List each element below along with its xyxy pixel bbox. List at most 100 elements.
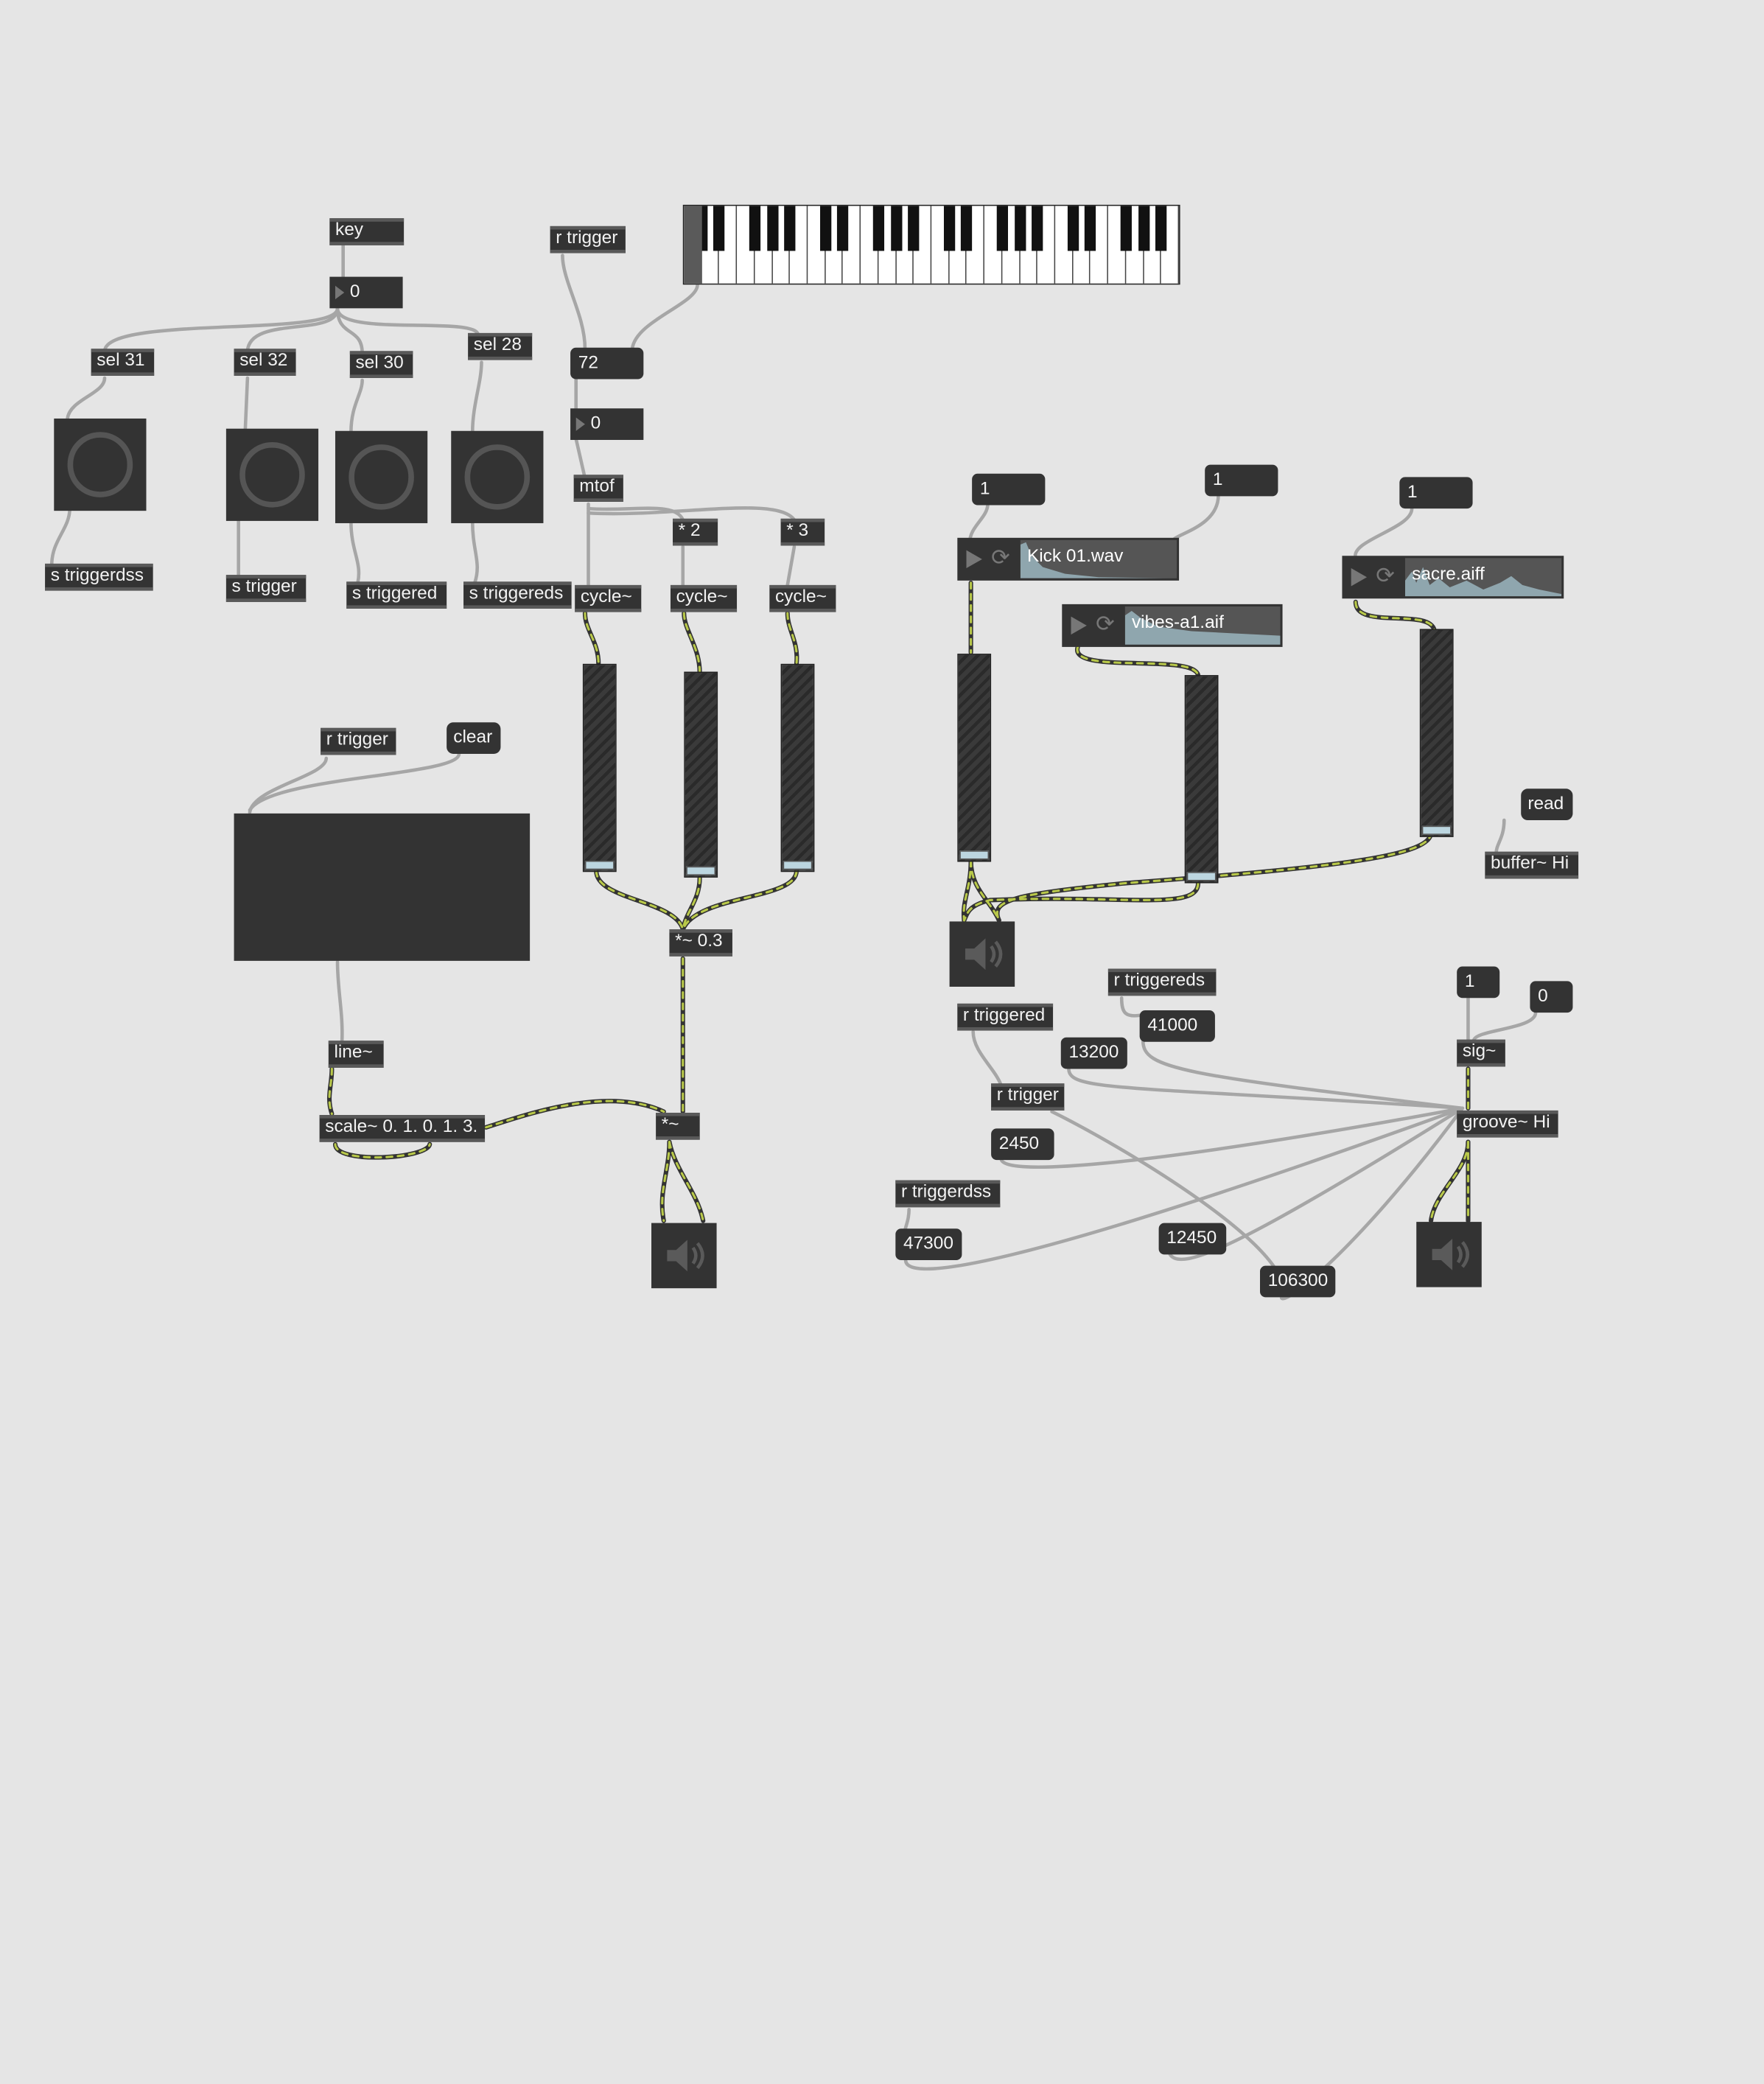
sig-zero-number[interactable]: 0 [1530, 981, 1573, 1013]
loop-icon[interactable]: ⟳ [991, 545, 1010, 571]
loop-icon[interactable]: ⟳ [1376, 563, 1395, 589]
number-106300[interactable]: 106300 [1260, 1265, 1336, 1298]
receive-trigger-top-object[interactable]: r trigger [550, 225, 626, 253]
playlist-vibes[interactable]: ⟳ vibes-a1.aif [1062, 604, 1283, 647]
piano-white-key[interactable] [790, 206, 808, 284]
play-icon[interactable] [1071, 616, 1087, 635]
number-12450[interactable]: 12450 [1158, 1223, 1227, 1255]
piano-black-key[interactable] [749, 206, 760, 251]
kick-loop-number[interactable]: 1 [972, 473, 1046, 506]
cycle-object-2[interactable]: cycle~ [670, 584, 738, 612]
multiply-signal-object[interactable]: *~ [656, 1112, 700, 1140]
mtof-object[interactable]: mtof [573, 475, 623, 502]
loop-icon[interactable]: ⟳ [1096, 612, 1115, 637]
piano-black-key[interactable] [784, 206, 796, 251]
piano-black-key[interactable] [1014, 206, 1026, 251]
key-object[interactable]: key [329, 218, 405, 245]
piano-black-key[interactable] [908, 206, 920, 251]
bang-button-4[interactable] [451, 430, 544, 523]
gain-slider-3[interactable] [780, 663, 815, 873]
piano-black-key[interactable] [961, 206, 973, 251]
ezdac-right[interactable] [1416, 1222, 1482, 1287]
mtof-input-number-box[interactable]: 0 [570, 408, 644, 440]
playlist-kick[interactable]: ⟳ Kick 01.wav [957, 537, 1180, 581]
multiply-signal-0-3-object[interactable]: *~ 0.3 [669, 929, 732, 957]
number-13200[interactable]: 13200 [1060, 1037, 1127, 1069]
piano-black-key[interactable] [872, 206, 884, 251]
function-breakpoint-display[interactable] [234, 813, 531, 961]
number-2450[interactable]: 2450 [991, 1128, 1054, 1161]
number-41000[interactable]: 41000 [1139, 1010, 1215, 1042]
play-icon[interactable] [1351, 568, 1368, 587]
receive-triggerdss-object[interactable]: r triggerdss [895, 1180, 1001, 1208]
sacre-waveform[interactable]: sacre.aiff [1404, 558, 1562, 597]
piano-black-key[interactable] [766, 206, 778, 251]
groove-hi-object[interactable]: groove~ Hi [1457, 1110, 1558, 1138]
vibes-loop-number[interactable]: 1 [1205, 464, 1278, 497]
piano-black-key[interactable] [1120, 206, 1132, 251]
playlist-sacre[interactable]: ⟳ sacre.aiff [1342, 556, 1564, 599]
piano-black-key[interactable] [943, 206, 955, 251]
piano-keyboard[interactable] [682, 204, 1180, 285]
scale-signal-object[interactable]: scale~ 0. 1. 0. 1. 3. [319, 1115, 486, 1142]
piano-black-key[interactable] [890, 206, 902, 251]
number-47300[interactable]: 47300 [895, 1228, 962, 1260]
piano-black-key[interactable] [1085, 206, 1096, 251]
piano-white-key[interactable] [914, 206, 932, 284]
piano-black-key[interactable] [1138, 206, 1149, 251]
vibes-waveform[interactable]: vibes-a1.aif [1124, 606, 1281, 645]
vibes-gain-slider[interactable] [1184, 675, 1219, 884]
key-number-value: 0 [349, 282, 360, 302]
piano-white-key[interactable] [719, 206, 738, 284]
piano-white-key[interactable] [967, 206, 985, 284]
bang-button-3[interactable] [335, 430, 428, 523]
number-106300-value: 106300 [1267, 1271, 1329, 1291]
piano-white-key[interactable] [1091, 206, 1109, 284]
sig-signal-object[interactable]: sig~ [1457, 1039, 1505, 1067]
piano-black-key[interactable] [713, 206, 725, 251]
sel-32-object[interactable]: sel 32 [234, 349, 296, 376]
bang-button-2[interactable] [225, 428, 319, 521]
receive-triggereds-object[interactable]: r triggereds [1107, 968, 1217, 996]
receive-triggered-object[interactable]: r triggered [957, 1003, 1054, 1031]
ezdac-middle[interactable] [949, 921, 1015, 987]
multiply-3-object[interactable]: * 3 [780, 518, 825, 546]
read-message[interactable]: read [1521, 789, 1573, 821]
clear-message[interactable]: clear [447, 722, 501, 754]
send-triggereds-object[interactable]: s triggereds [463, 581, 572, 609]
cycle-object-3[interactable]: cycle~ [769, 584, 836, 612]
sacre-loop-number[interactable]: 1 [1399, 477, 1473, 509]
send-triggered-object[interactable]: s triggered [346, 581, 447, 609]
ezdac-left[interactable] [651, 1223, 717, 1289]
send-trigger-object[interactable]: s trigger [225, 575, 307, 602]
gain-slider-2[interactable] [684, 671, 718, 878]
piano-white-key[interactable] [843, 206, 861, 284]
gain-slider-1[interactable] [582, 663, 617, 873]
piano-black-key[interactable] [1067, 206, 1079, 251]
sacre-gain-slider[interactable] [1419, 629, 1454, 837]
receive-trigger-bottom-object[interactable]: r trigger [991, 1083, 1065, 1111]
buffer-hi-object[interactable]: buffer~ Hi [1485, 851, 1579, 879]
piano-black-key[interactable] [819, 206, 831, 251]
keyboard-note-number[interactable]: 72 [570, 347, 644, 380]
piano-white-key[interactable] [1161, 206, 1180, 284]
play-icon[interactable] [966, 550, 982, 569]
receive-trigger-left-object[interactable]: r trigger [321, 727, 396, 755]
multiply-2-object[interactable]: * 2 [673, 518, 718, 546]
key-number-box[interactable]: 0 [329, 276, 403, 309]
piano-white-key[interactable] [1037, 206, 1056, 284]
sel-28-object[interactable]: sel 28 [468, 332, 533, 360]
sel-31-object[interactable]: sel 31 [91, 349, 155, 376]
line-signal-object[interactable]: line~ [328, 1041, 384, 1068]
piano-black-key[interactable] [1032, 206, 1043, 251]
kick-gain-slider[interactable] [957, 654, 992, 862]
sig-one-number[interactable]: 1 [1457, 966, 1500, 999]
send-triggerdss-object[interactable]: s triggerdss [45, 563, 153, 591]
kick-waveform[interactable]: Kick 01.wav [1020, 539, 1177, 578]
piano-black-key[interactable] [837, 206, 849, 251]
piano-black-key[interactable] [1155, 206, 1167, 251]
piano-black-key[interactable] [996, 206, 1008, 251]
sel-30-object[interactable]: sel 30 [349, 351, 413, 378]
bang-button-1[interactable] [54, 418, 147, 511]
cycle-object-1[interactable]: cycle~ [575, 584, 642, 612]
